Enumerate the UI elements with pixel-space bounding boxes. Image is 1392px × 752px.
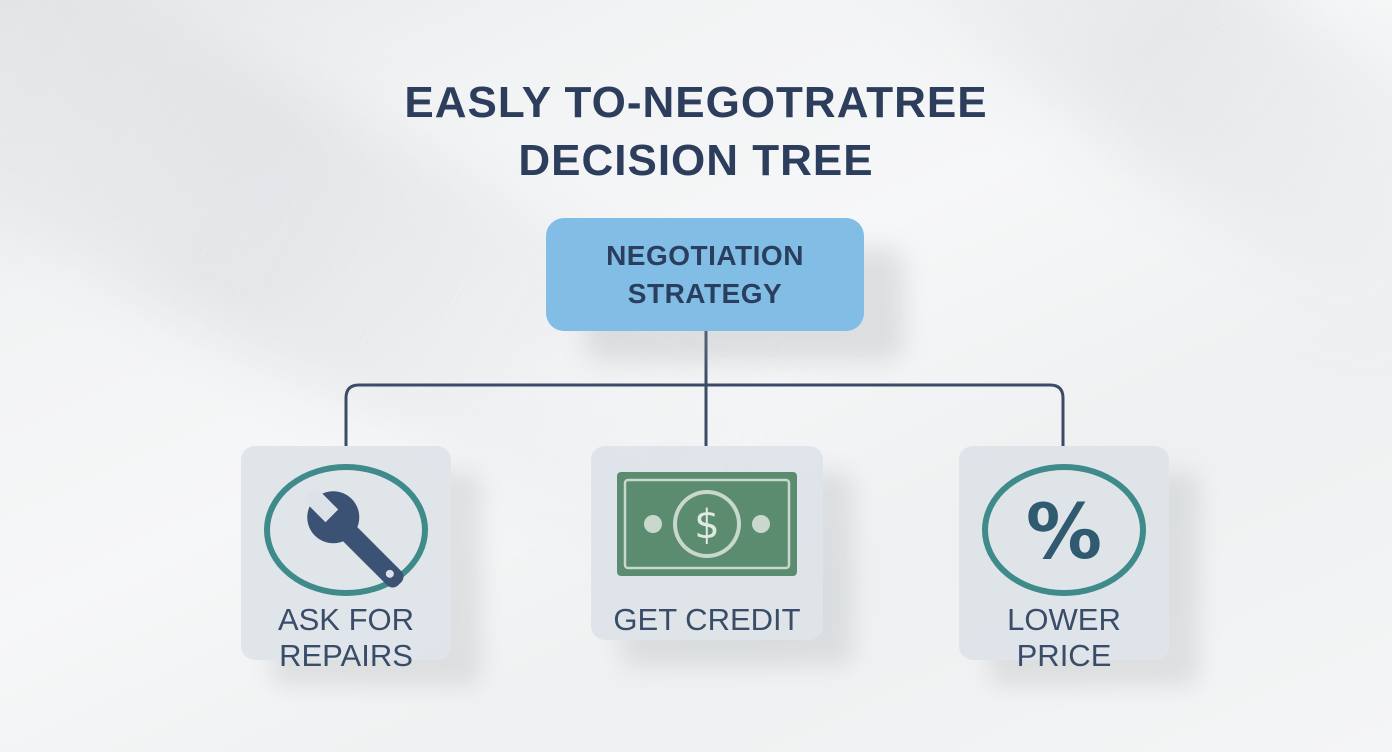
option-card-lower-price: % LOWER PRICE: [959, 446, 1169, 673]
diagram-title-line-2: DECISION TREE: [518, 136, 874, 185]
svg-text:%: %: [1026, 487, 1102, 576]
option-label-line-2: REPAIRS: [279, 638, 413, 673]
option-label-line-1: LOWER: [1007, 602, 1121, 637]
option-label-line-1: GET CREDIT: [613, 602, 801, 637]
root-node-negotiation-strategy: NEGOTIATION STRATEGY: [546, 218, 864, 331]
diagram-title-line-1: EASLY TO-NEGOTRATREE: [404, 78, 988, 127]
connector-branch: [344, 383, 1065, 446]
percent-icon: %: [982, 464, 1146, 596]
root-node-label-line-2: STRATEGY: [627, 277, 783, 309]
dollar-bill-icon: $: [617, 472, 797, 576]
svg-text:$: $: [694, 502, 719, 548]
option-label-line-2: PRICE: [1016, 638, 1112, 673]
option-label-line-1: ASK FOR: [277, 602, 415, 637]
option-card-get-credit: $ GET CREDIT: [591, 446, 823, 640]
option-card-ask-for-repairs: ASK FOR REPAIRS: [241, 446, 451, 673]
root-node-label-line-1: NEGOTIATION: [606, 239, 804, 271]
wrench-icon: [264, 464, 428, 596]
